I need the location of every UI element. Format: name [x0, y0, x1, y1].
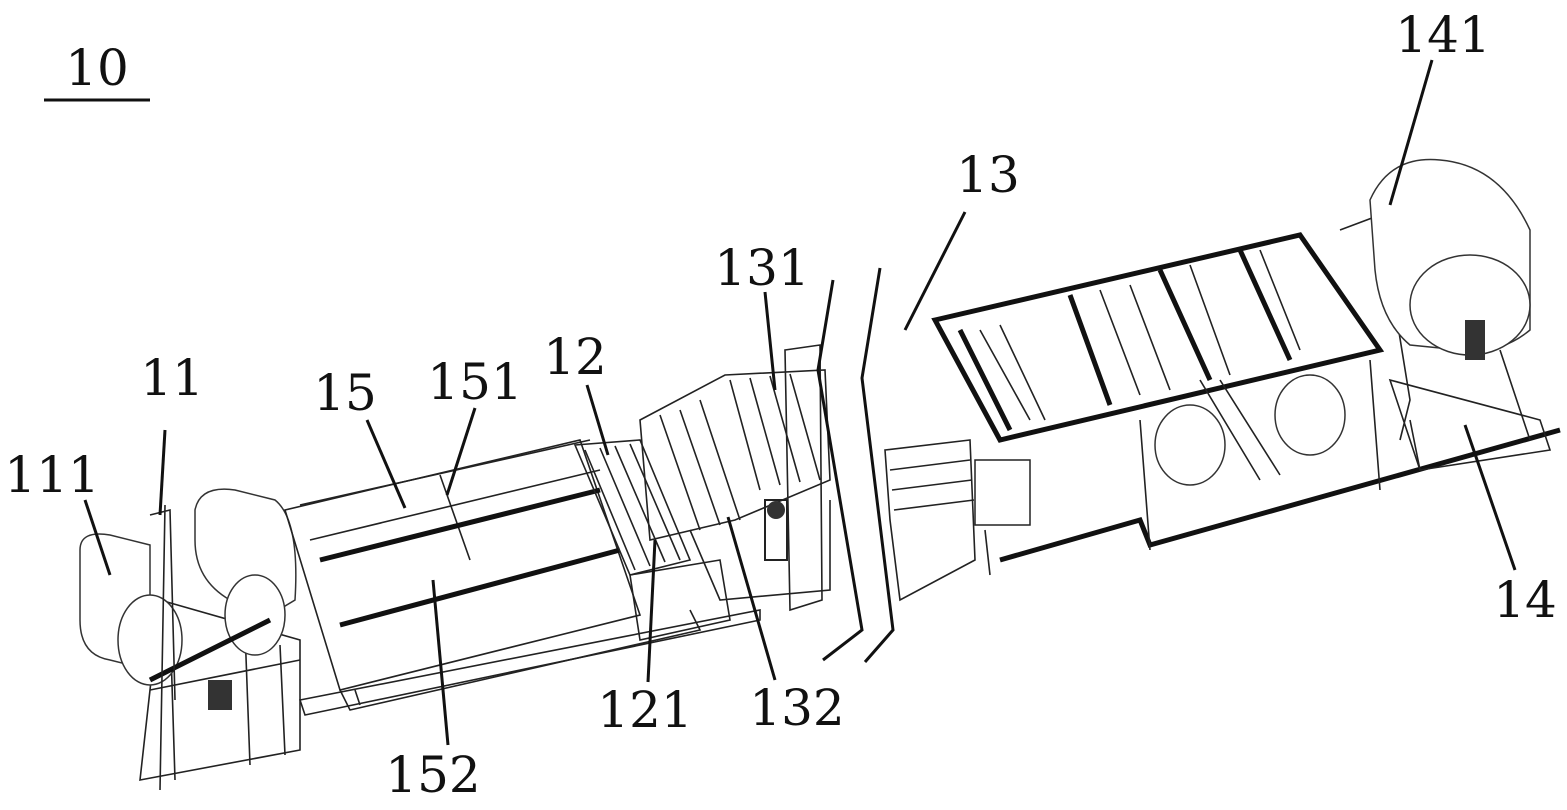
label-12: 12: [543, 332, 607, 382]
break-line-left: [818, 280, 862, 660]
label-13: 13: [956, 150, 1020, 200]
label-131: 131: [714, 243, 809, 293]
label-132: 132: [749, 683, 844, 733]
frame-15: [285, 440, 760, 715]
figure-number: 10: [65, 43, 129, 93]
rewinder-14: [1340, 160, 1550, 471]
break-line-right: [862, 268, 893, 662]
conveyor-131: [640, 345, 830, 610]
label-152: 152: [385, 750, 480, 800]
label-11: 11: [140, 353, 204, 403]
label-14: 14: [1493, 575, 1557, 625]
label-111: 111: [4, 450, 99, 500]
unwinder-11: [80, 489, 300, 790]
label-121: 121: [597, 685, 692, 735]
label-15: 15: [313, 368, 377, 418]
label-151: 151: [427, 357, 522, 407]
label-141: 141: [1395, 10, 1490, 60]
